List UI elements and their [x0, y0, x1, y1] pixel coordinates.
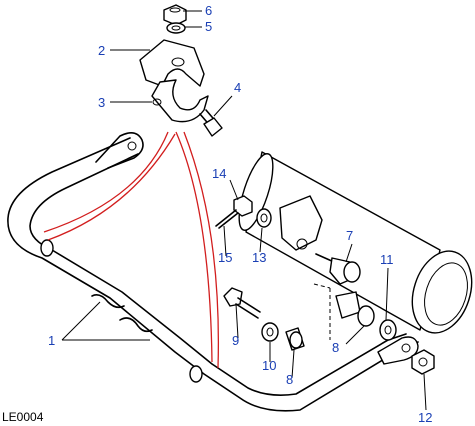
clamp-bush	[151, 79, 209, 123]
bush-8-lower	[285, 327, 305, 351]
callout-3: 3	[98, 95, 105, 110]
callout-5: 5	[205, 19, 212, 34]
nut-12	[411, 349, 435, 375]
bush-8-upper	[335, 291, 375, 327]
callout-13: 13	[252, 250, 266, 265]
callout-4: 4	[234, 80, 241, 95]
split-pin-15	[215, 209, 239, 229]
axle-housing	[238, 151, 473, 334]
callout-6: 6	[205, 3, 212, 18]
nut-14	[233, 195, 253, 217]
callout-10: 10	[262, 358, 276, 373]
callout-12: 12	[418, 410, 432, 425]
clamp-bracket	[139, 39, 205, 87]
washer-13	[256, 208, 272, 228]
link-7	[313, 253, 361, 340]
anti-roll-bar	[7, 132, 419, 412]
callout-9: 9	[232, 333, 239, 348]
bolt-4	[199, 109, 223, 137]
callout-1: 1	[48, 333, 55, 348]
callout-15: 15	[218, 250, 232, 265]
callout-2: 2	[98, 43, 105, 58]
bolt-9	[223, 287, 261, 319]
callout-11: 11	[380, 252, 394, 267]
washer-5	[166, 22, 186, 34]
nut-6	[163, 4, 187, 26]
reference-code: LE0004	[2, 410, 44, 424]
callouts: 6 5 2 4 3 14 7 15 13 11 1 9 8 10 8 12	[48, 3, 432, 425]
callout-8-right: 8	[332, 340, 339, 355]
assembly-guide-lines	[43, 131, 219, 369]
leader-lines	[61, 10, 427, 411]
callout-8-lower: 8	[286, 372, 293, 387]
callout-7: 7	[346, 228, 353, 243]
callout-14: 14	[212, 166, 226, 181]
washer-10	[261, 322, 279, 342]
washer-11	[379, 319, 397, 341]
